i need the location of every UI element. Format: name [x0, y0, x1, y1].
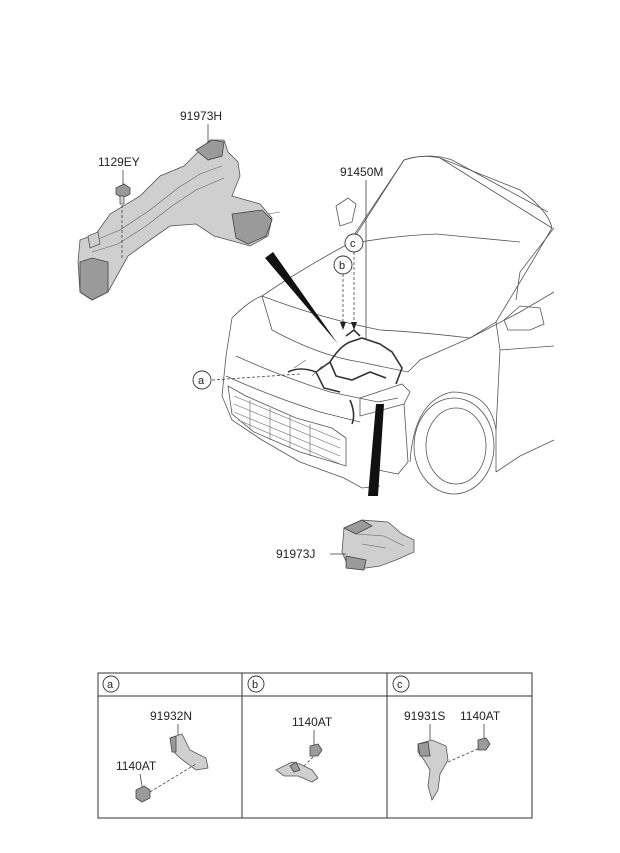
- label-91973H: 91973H: [180, 109, 222, 123]
- table-header-circle-b: [247, 675, 265, 693]
- label-1129EY: 1129EY: [98, 155, 140, 169]
- pointer-wedge-upper: [265, 252, 338, 344]
- callout-circle-a: [192, 370, 212, 390]
- pointer-wedge-lower: [368, 404, 384, 496]
- bolt-1140AT-a: [135, 785, 151, 803]
- callout-circle-b: [333, 255, 353, 275]
- clip-part-b: [275, 761, 319, 783]
- duct-91973J: [330, 519, 415, 571]
- cell-c-part-1140AT: 1140AT: [460, 709, 501, 723]
- bracket-91931S: [417, 739, 449, 801]
- cell-c-part-91931S: 91931S: [404, 709, 445, 723]
- detail-table: [97, 672, 533, 819]
- table-header-circle-c: [392, 675, 410, 693]
- callout-b: b: [339, 260, 345, 272]
- callout-c: c: [350, 238, 356, 250]
- bolt-1129EY: [115, 183, 131, 205]
- wiring-harness-91450M: [287, 328, 403, 425]
- duct-assembly-91973H: [77, 139, 281, 301]
- label-91973J: 91973J: [276, 547, 315, 561]
- bracket-91932N: [169, 733, 209, 771]
- callout-a: a: [198, 375, 205, 387]
- cell-a-part-91932N: 91932N: [150, 709, 192, 723]
- label-91450M: 91450M: [340, 165, 383, 179]
- callout-circle-c: [344, 233, 364, 253]
- table-header-a: a: [107, 679, 114, 691]
- cell-b-part-1140AT: 1140AT: [292, 715, 333, 729]
- vehicle-outline: [221, 155, 555, 495]
- table-header-c: c: [397, 679, 403, 691]
- arrow-b: [340, 322, 346, 330]
- bolt-1140AT-b: [309, 743, 323, 757]
- bolt-1140AT-c: [477, 737, 491, 751]
- table-header-b: b: [252, 679, 258, 691]
- table-header-circle-a: [102, 675, 120, 693]
- cell-a-part-1140AT: 1140AT: [116, 759, 157, 773]
- arrow-c: [351, 322, 357, 330]
